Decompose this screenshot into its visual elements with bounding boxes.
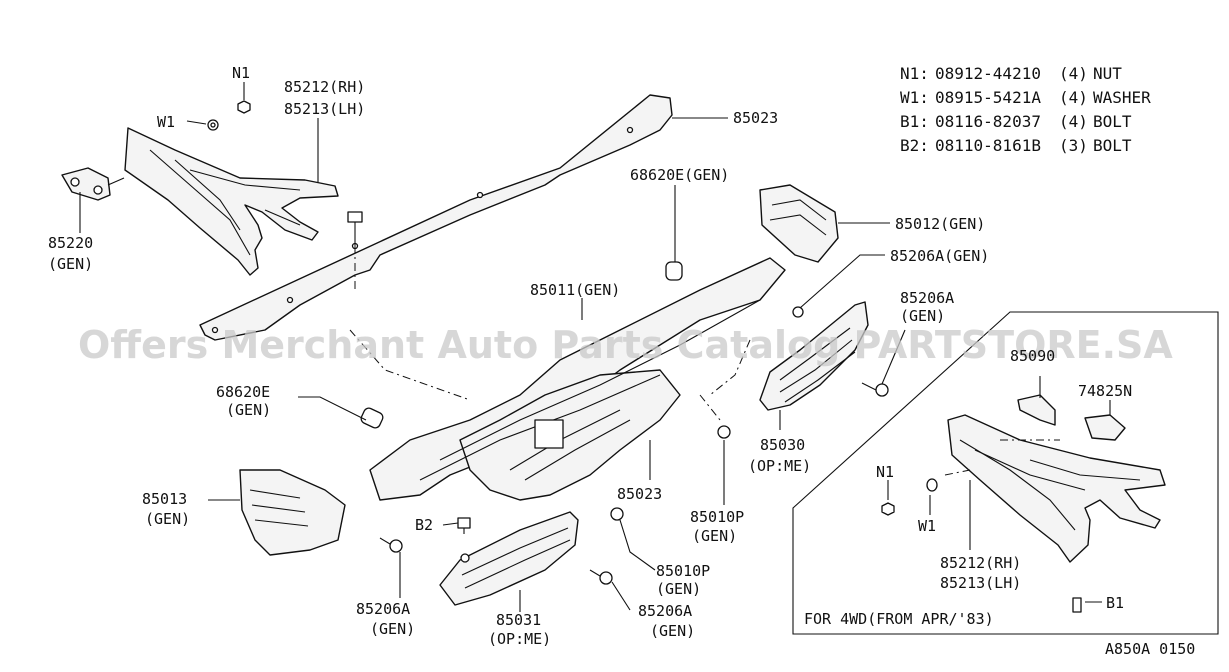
label-85010p-1-gen: (GEN) (692, 527, 737, 545)
label-85206a-bl[interactable]: 85206A (356, 600, 410, 618)
label-85206a-bm[interactable]: 85206A (638, 602, 692, 620)
legend-code: B2: (900, 136, 929, 155)
label-85212[interactable]: 85212(RH) (284, 78, 365, 96)
label-85206a-bm-gen: (GEN) (650, 622, 695, 640)
leader-dash (699, 394, 721, 421)
legend-part: 08110-8161B (935, 136, 1041, 155)
diagram-code: A850A 0150 (1105, 640, 1195, 658)
label-68620e-gen-top[interactable]: 68620E(GEN) (630, 166, 729, 184)
frame-85011[interactable] (369, 257, 786, 501)
label-85206a-right2[interactable]: 85206A (900, 289, 954, 307)
clip-85010p-2[interactable] (610, 507, 624, 521)
leader-dash (709, 339, 751, 396)
inset-4wd (792, 311, 1219, 635)
label-inset-b1[interactable]: B1 (1106, 594, 1124, 612)
bolt-85206a-bm[interactable] (589, 569, 613, 585)
label-85213[interactable]: 85213(LH) (284, 100, 365, 118)
legend-desc: WASHER (1093, 88, 1151, 107)
label-85220-gen: (GEN) (48, 255, 93, 273)
bolt-85206a-bl[interactable] (379, 537, 403, 553)
label-85031-op: (OP:ME) (488, 630, 551, 648)
label-w1[interactable]: W1 (157, 113, 175, 131)
legend-code: W1: (900, 88, 929, 107)
nut-n1-top[interactable] (237, 100, 251, 114)
label-inset-74825n[interactable]: 74825N (1078, 382, 1132, 400)
label-85220[interactable]: 85220 (48, 234, 93, 252)
washer-w1-top[interactable] (207, 119, 219, 131)
bracket-85220[interactable] (61, 167, 125, 201)
legend-part: 08116-82037 (935, 112, 1041, 131)
bracket-85012[interactable] (759, 184, 839, 318)
label-inset-w1[interactable]: W1 (918, 517, 936, 535)
bushing-68620e-top[interactable] (665, 261, 683, 281)
bolt-b2[interactable] (457, 517, 471, 534)
legend-part: 08912-44210 (935, 64, 1041, 83)
label-b2[interactable]: B2 (415, 516, 433, 534)
step-85013[interactable] (239, 469, 346, 556)
label-inset-85213[interactable]: 85213(LH) (940, 574, 1021, 592)
legend-qty: (4) (1059, 64, 1088, 83)
bolt-top[interactable] (347, 211, 363, 245)
watermark: Offers Merchant Auto Parts Catalog PARTS… (78, 323, 1173, 367)
legend-qty: (4) (1059, 88, 1088, 107)
legend-qty: (3) (1059, 136, 1088, 155)
legend-desc: NUT (1093, 64, 1122, 83)
label-85010p-2-gen: (GEN) (656, 580, 701, 598)
plate-85023-top[interactable] (199, 94, 673, 341)
label-inset-caption: FOR 4WD(FROM APR/'83) (804, 610, 994, 628)
bushing-68620e-left[interactable] (360, 407, 385, 430)
bracket-85030[interactable] (759, 301, 869, 411)
label-85030-op: (OP:ME) (748, 457, 811, 475)
label-inset-n1[interactable]: N1 (876, 463, 894, 481)
label-85012[interactable]: 85012(GEN) (895, 215, 985, 233)
legend: N1: 08912-44210 (4) NUT W1: 08915-5421A … (900, 64, 1151, 155)
label-85031[interactable]: 85031 (496, 611, 541, 629)
label-85011[interactable]: 85011(GEN) (530, 281, 620, 299)
legend-code: N1: (900, 64, 929, 83)
label-85206a-right1[interactable]: 85206A(GEN) (890, 247, 989, 265)
label-85023-top[interactable]: 85023 (733, 109, 778, 127)
label-85206a-bl-gen: (GEN) (370, 620, 415, 638)
legend-desc: BOLT (1093, 136, 1132, 155)
label-85010p-2[interactable]: 85010P (656, 562, 710, 580)
label-85013[interactable]: 85013 (142, 490, 187, 508)
label-85023-bottom[interactable]: 85023 (617, 485, 662, 503)
label-68620e-left-gen: (GEN) (226, 401, 271, 419)
leader-dash (349, 329, 471, 401)
legend-part: 08915-5421A (935, 88, 1041, 107)
legend-desc: BOLT (1093, 112, 1132, 131)
legend-qty: (4) (1059, 112, 1088, 131)
label-n1[interactable]: N1 (232, 64, 250, 82)
label-inset-85090[interactable]: 85090 (1010, 347, 1055, 365)
leader-lines (79, 82, 906, 612)
bolt-85206a-right[interactable] (861, 382, 889, 397)
bracket-85212-top[interactable] (124, 127, 339, 276)
label-85206a-right2-gen: (GEN) (900, 307, 945, 325)
label-85013-gen: (GEN) (145, 510, 190, 528)
step-85031[interactable] (439, 511, 579, 606)
label-85010p-1[interactable]: 85010P (690, 508, 744, 526)
label-68620e-left[interactable]: 68620E (216, 383, 270, 401)
label-85030[interactable]: 85030 (760, 436, 805, 454)
legend-code: B1: (900, 112, 929, 131)
part-labels: N1 W1 85212(RH) 85213(LH) 85220 (GEN) 85… (48, 64, 1132, 648)
clip-85010p-1[interactable] (717, 425, 731, 439)
label-inset-85212[interactable]: 85212(RH) (940, 554, 1021, 572)
